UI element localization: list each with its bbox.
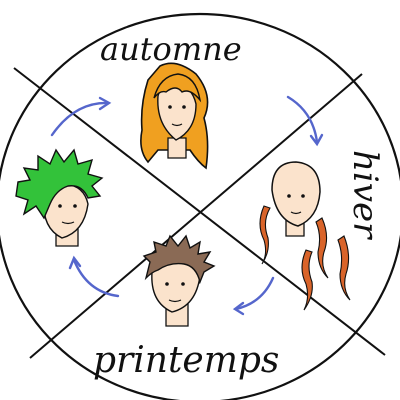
season-label-autumn: automne <box>100 30 242 68</box>
cycle-arrow-icon <box>72 258 120 298</box>
outer-circle <box>0 12 400 400</box>
winter-eye-left <box>287 194 291 198</box>
summer-eye-left <box>58 204 62 208</box>
summer-eye-right <box>73 204 77 208</box>
autumn-neck <box>167 137 187 159</box>
cycle-arrow-icon <box>68 255 82 270</box>
divider-line-1 <box>13 67 386 356</box>
cycle-arrow-icon <box>309 133 324 147</box>
winter-eye-right <box>301 194 305 198</box>
cycle-arrow-icon <box>234 276 275 311</box>
season-label-winter: hiver <box>345 150 385 240</box>
spring-eye-left <box>165 282 169 286</box>
autumn-fringe <box>153 73 202 103</box>
autumn-mouth <box>171 123 183 127</box>
spring-mouth <box>168 299 182 303</box>
cycle-arrow-icon <box>50 101 110 137</box>
winter-figure <box>259 161 351 311</box>
summer-hair <box>15 148 104 220</box>
spring-eye-right <box>181 282 185 286</box>
cycle-arrow-icon <box>98 96 112 111</box>
spring-hair <box>142 234 216 285</box>
season-label-spring: printemps <box>93 340 279 381</box>
autumn-eye-left <box>168 105 172 109</box>
cycle-arrows <box>50 95 324 316</box>
divider-line-2 <box>29 73 363 359</box>
autumn-eye-right <box>182 105 186 109</box>
falling-hair-strands <box>259 205 351 311</box>
autumn-figure <box>140 62 209 170</box>
winter-head <box>271 161 321 227</box>
spring-figure <box>142 234 216 327</box>
cycle-arrow-icon <box>286 95 319 144</box>
summer-figure <box>15 148 104 247</box>
summer-mouth <box>61 221 75 225</box>
cycle-arrow-icon <box>232 301 245 316</box>
winter-mouth <box>290 211 302 215</box>
